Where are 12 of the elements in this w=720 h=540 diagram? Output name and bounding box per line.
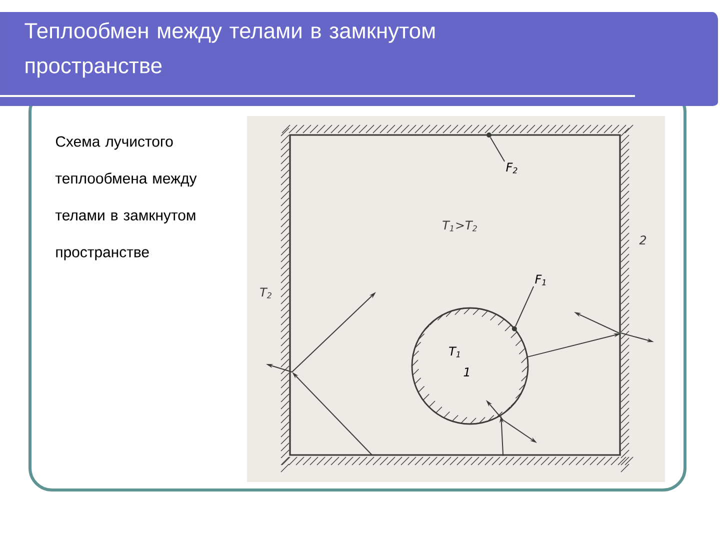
surface-point — [486, 132, 492, 138]
leader-line — [490, 136, 506, 162]
description: Схема лучистого теплообмена между телами в замкнутом пространстве — [55, 136, 197, 260]
figure-label: T$_{1}$>T$_{2}$ — [442, 220, 477, 232]
figure-label: 2 — [639, 236, 646, 244]
title: Теплообмен между телами в замкнутом пространстве — [24, 22, 435, 78]
area-label: F$_{1}$ — [535, 274, 546, 286]
area-label: F$_{2}$ — [506, 162, 518, 174]
surface-point — [512, 326, 517, 332]
figure-label: T$_{2}$ — [260, 288, 272, 298]
leader-line — [515, 286, 534, 327]
enclosure-wall — [280, 124, 634, 472]
